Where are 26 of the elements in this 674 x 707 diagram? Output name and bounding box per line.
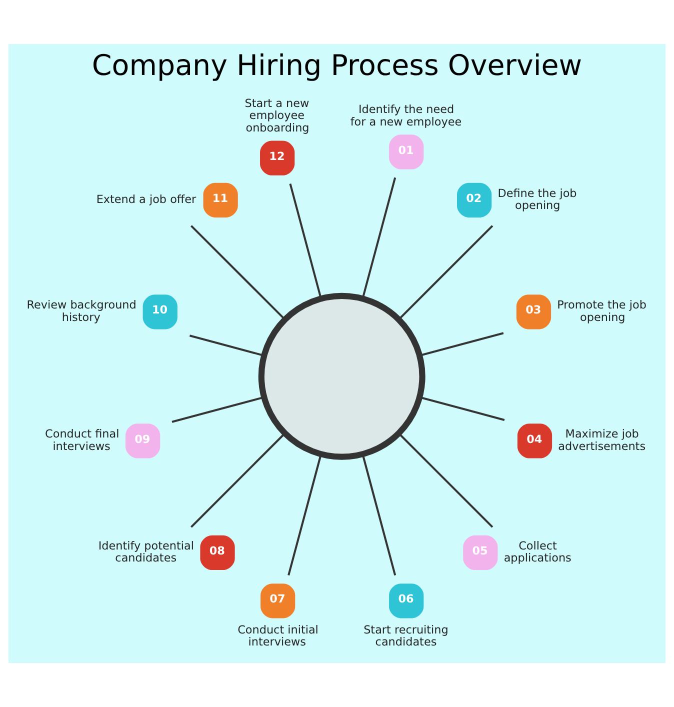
- connector: [398, 432, 494, 528]
- node-label: Identify the need for a new employee: [350, 103, 462, 128]
- node-circle: [258, 292, 426, 460]
- connector: [172, 396, 264, 423]
- connector: [288, 454, 322, 576]
- connector: [362, 454, 396, 576]
- connector: [420, 332, 504, 356]
- node-label: Extend a job offer: [96, 193, 196, 206]
- diagram-title: Company Hiring Process Overview: [92, 48, 582, 82]
- connector: [289, 184, 322, 299]
- connector: [190, 225, 286, 320]
- connector: [189, 334, 264, 357]
- connector: [419, 396, 505, 421]
- connector: [398, 225, 494, 320]
- node-label: Conduct final interviews: [45, 428, 120, 453]
- connector: [190, 432, 286, 528]
- node-label: Review background history: [26, 298, 136, 324]
- node-label: Identify potential candidates: [98, 539, 194, 565]
- node-label: Promote the job opening: [557, 298, 646, 324]
- node-label: Conduct initial interviews: [238, 623, 318, 648]
- node-label: Maximize job advertisements: [558, 428, 646, 453]
- node-label: Define the job opening: [498, 186, 577, 212]
- connector: [362, 177, 396, 299]
- node-label: Start recruiting candidates: [364, 623, 448, 648]
- node-label: Collect applications: [504, 539, 572, 565]
- node-label: Start a new employee onboarding: [244, 96, 310, 134]
